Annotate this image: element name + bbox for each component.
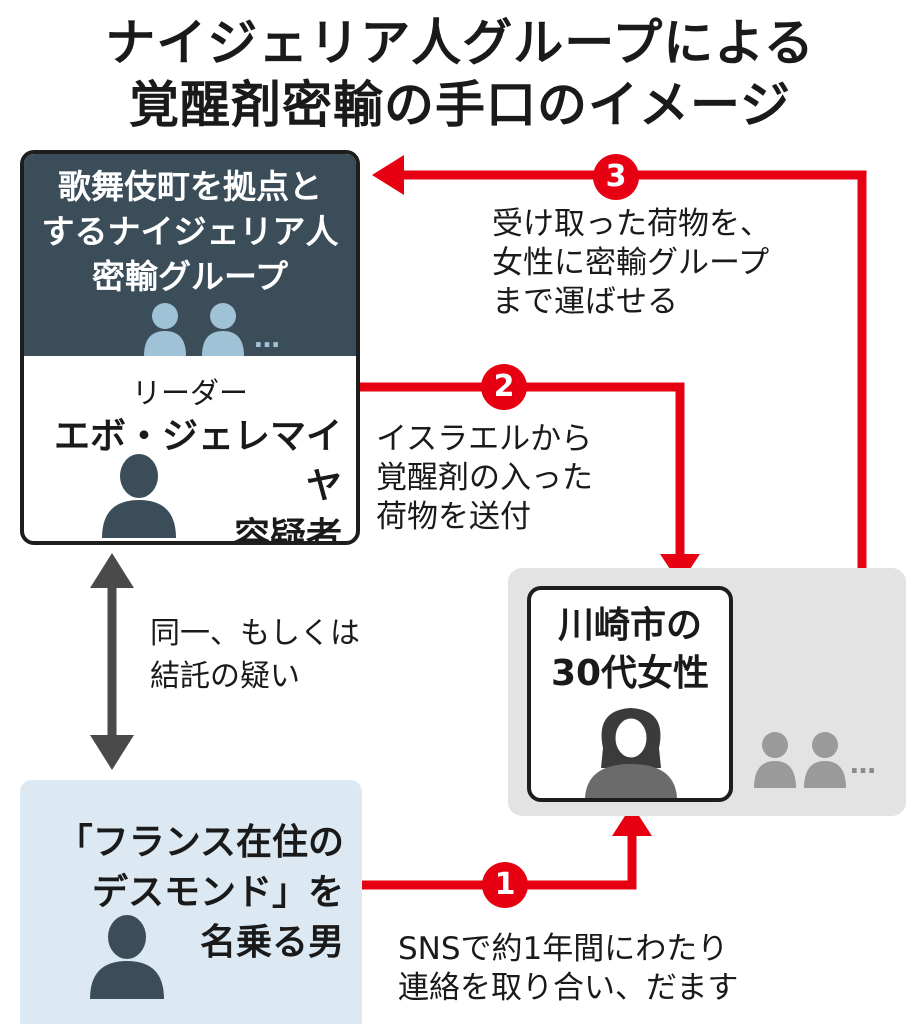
woman-silhouette-icon xyxy=(585,708,677,798)
more-victims-dots: … xyxy=(850,750,878,780)
smuggling-group-box: 歌舞伎町を拠点と するナイジェリア人 密輸グループ … リーダー エボ・ジェレマ… xyxy=(20,150,360,545)
leader-role: リーダー xyxy=(131,376,248,410)
step1-arrow-line xyxy=(362,830,637,890)
relation-text: 同一、もしくは 結託の疑い xyxy=(150,616,360,694)
step2-arrow-line xyxy=(360,382,685,560)
step-3-badge: 3 xyxy=(593,154,639,200)
leader-name: エボ・ジェレマイヤ 容疑者 xyxy=(53,416,342,545)
step-2-badge: 2 xyxy=(481,364,527,410)
man-name: 「フランス在住の デスモンド」を 名乗る男 xyxy=(56,822,344,963)
person-silhouette-icon xyxy=(90,915,164,999)
relation-arrowhead-up xyxy=(90,553,134,588)
kawasaki-woman-box: 川崎市の 30代女性 xyxy=(527,586,733,802)
woman-name: 川崎市の 30代女性 xyxy=(550,605,710,694)
person-silhouette-icon xyxy=(102,454,176,538)
step1-arrowhead xyxy=(612,805,652,836)
step3-arrowhead xyxy=(372,155,404,195)
step-1-badge: 1 xyxy=(482,862,528,908)
group-name: 歌舞伎町を拠点と するナイジェリア人 密輸グループ xyxy=(41,167,339,296)
group-header: 歌舞伎町を拠点と するナイジェリア人 密輸グループ … xyxy=(24,154,356,356)
person-silhouette-icon xyxy=(202,303,244,356)
relation-arrowhead-down xyxy=(90,735,134,770)
step-2-text: イスラエルから 覚醒剤の入った 荷物を送付 xyxy=(376,421,593,535)
step-1-text: SNSで約1年間にわたり 連絡を取り合い、だます xyxy=(398,931,739,1006)
desmond-man-box: 「フランス在住の デスモンド」を 名乗る男 xyxy=(20,780,362,1024)
person-silhouette-icon xyxy=(754,732,796,788)
step-3-text: 受け取った荷物を、 女性に密輸グループ まで運ばせる xyxy=(492,206,771,320)
more-members-dots: … xyxy=(254,324,282,354)
title-line-2: 覚醒剤密輸の手口のイメージ xyxy=(129,76,791,134)
person-silhouette-icon xyxy=(804,732,846,788)
person-silhouette-icon xyxy=(144,303,186,356)
title-line-1: ナイジェリア人グループによる xyxy=(105,14,815,72)
